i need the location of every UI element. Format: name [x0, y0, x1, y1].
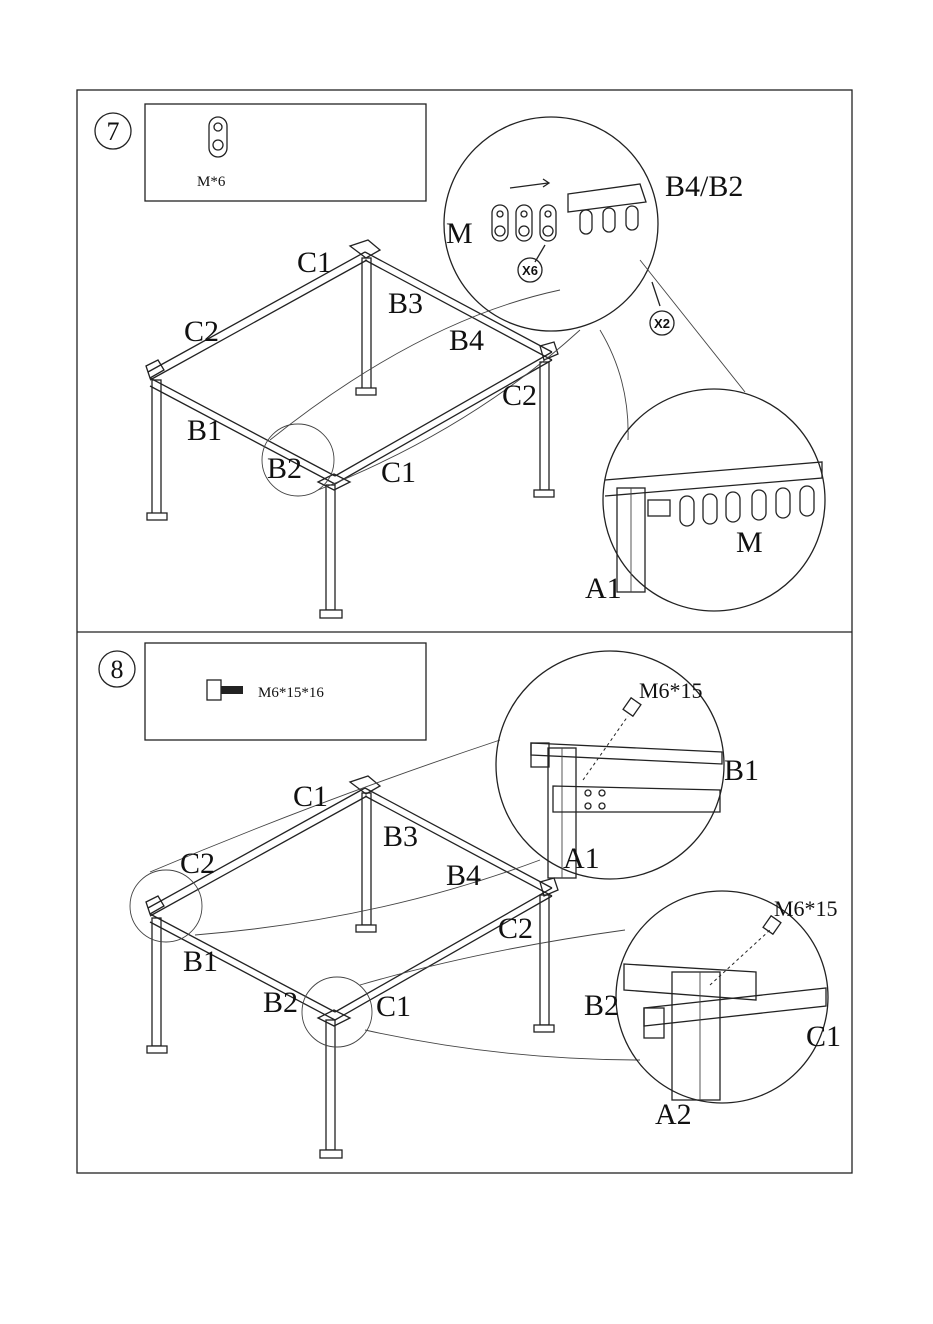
label-m-detail: M [446, 217, 473, 250]
hooks-mounted-icon [680, 486, 814, 526]
label-c1-bottom: C1 [381, 456, 416, 489]
step8-part-label: M6*15*16 [258, 685, 324, 701]
label8-c2-right: C2 [498, 912, 533, 945]
step7-detail-circle-bottom [603, 389, 825, 611]
label8-m6-a: M6*15 [639, 678, 703, 703]
label8-c1-detail: C1 [806, 1020, 841, 1053]
hooks-on-beam-icon [580, 206, 638, 234]
label8-b1-detail: B1 [724, 754, 759, 787]
label-a1: A1 [585, 572, 622, 605]
label-b3: B3 [388, 287, 423, 320]
label8-b1: B1 [183, 945, 218, 978]
arrow-right-icon [510, 183, 548, 188]
hook-row-icon [492, 205, 556, 241]
label-b2: B2 [267, 452, 302, 485]
step7-panel: 7 M*6 [95, 104, 825, 618]
label-b4: B4 [449, 324, 484, 357]
label-c2-left: C2 [184, 315, 219, 348]
hook-part-icon [209, 117, 227, 157]
step8-number: 8 [111, 655, 124, 684]
label-b4-b2: B4/B2 [665, 170, 743, 203]
label8-c1-bottom: C1 [376, 990, 411, 1023]
label8-b2-detail: B2 [584, 989, 619, 1022]
label-c1-top: C1 [297, 246, 332, 279]
label8-m6-b: M6*15 [774, 896, 838, 921]
x2-label: X2 [654, 316, 670, 331]
step7-parts-box [145, 104, 426, 201]
step8-panel: 8 M6*15*16 [99, 643, 841, 1158]
label8-b4: B4 [446, 859, 481, 892]
label8-b2: B2 [263, 986, 298, 1019]
label8-a1: A1 [563, 842, 600, 875]
x6-label: X6 [522, 263, 538, 278]
label8-c2-left: C2 [180, 847, 215, 880]
label-b1: B1 [187, 414, 222, 447]
label-m-detail2: M [736, 526, 763, 559]
bolt-part-icon [207, 680, 243, 700]
label8-a2: A2 [655, 1098, 692, 1131]
label-c2-right: C2 [502, 379, 537, 412]
step7-part-label: M*6 [197, 174, 226, 190]
label8-c1-top: C1 [293, 780, 328, 813]
step7-number: 7 [107, 117, 120, 146]
label8-b3: B3 [383, 820, 418, 853]
